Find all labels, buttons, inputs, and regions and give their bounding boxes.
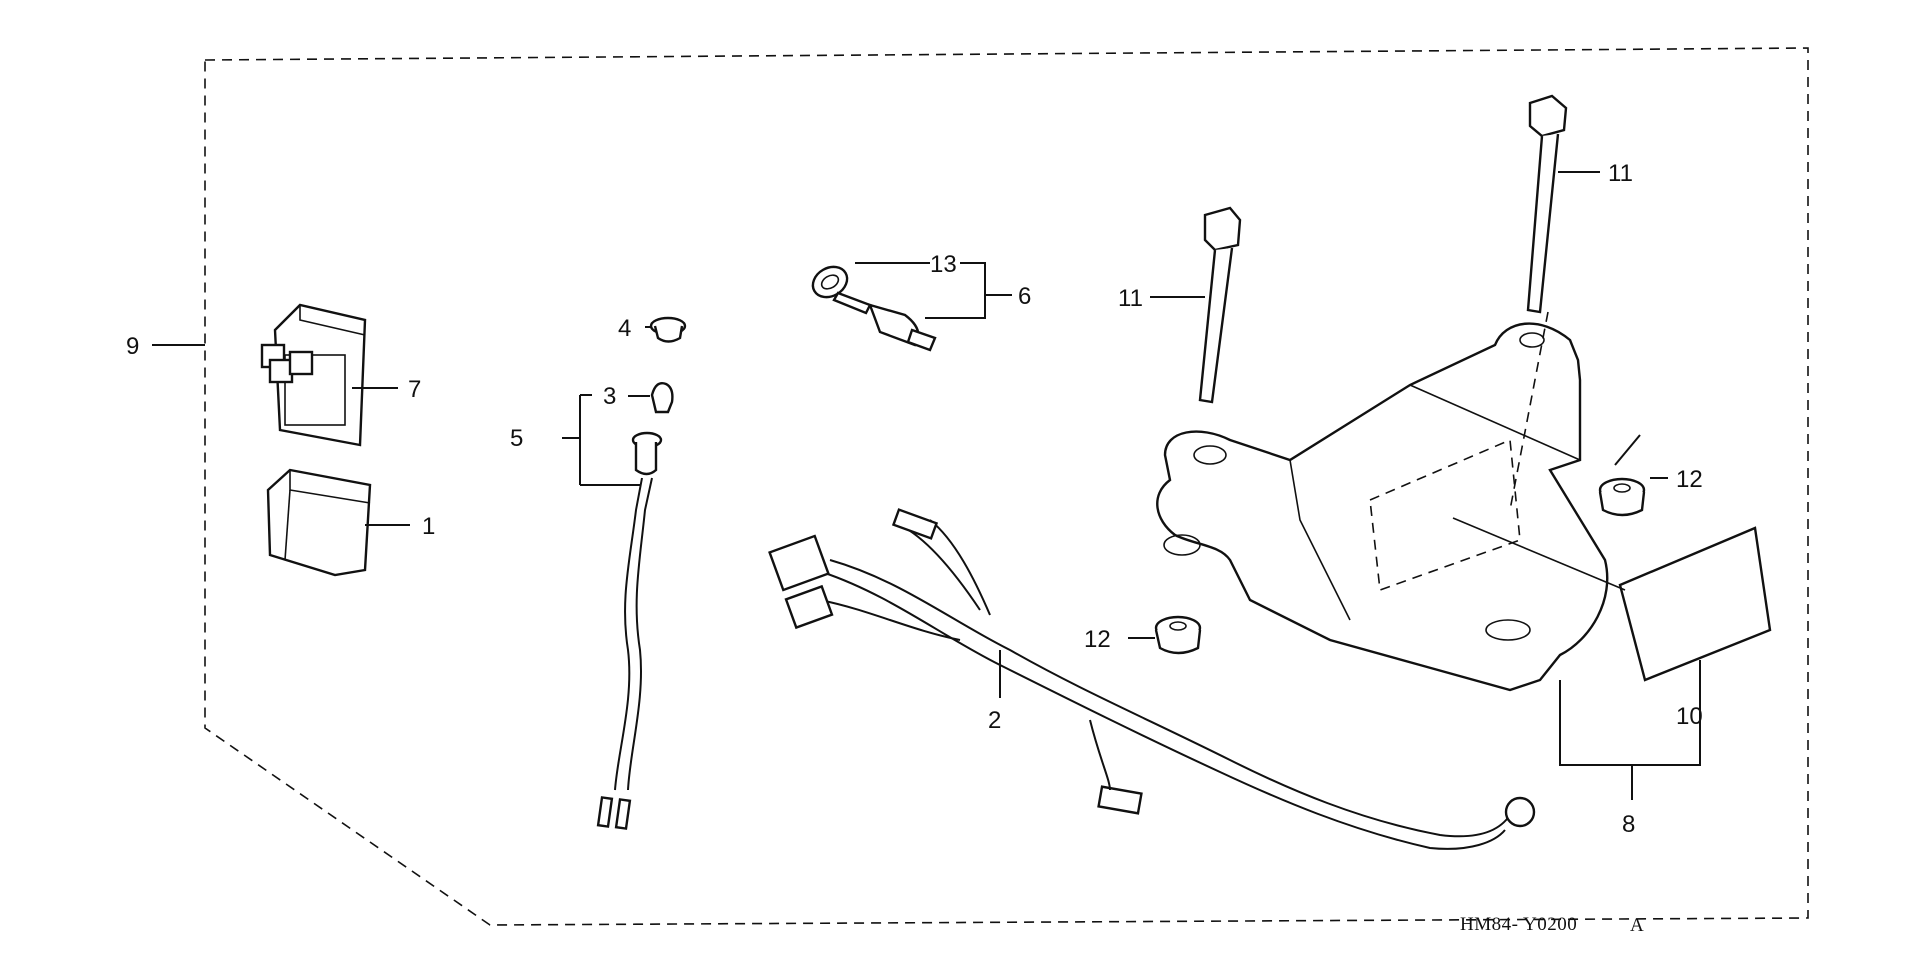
label-part bbox=[1452, 517, 1772, 682]
callout-11-left: 11 bbox=[1118, 285, 1143, 312]
bolt-part-right bbox=[1526, 94, 1568, 314]
callout-2: 2 bbox=[988, 707, 1001, 734]
callout-11-right: 11 bbox=[1608, 160, 1633, 187]
leader-lines bbox=[152, 171, 1701, 800]
sensor-part bbox=[811, 265, 937, 352]
callout-6: 6 bbox=[1018, 283, 1031, 310]
callout-12-right: 12 bbox=[1676, 466, 1703, 493]
drawing-code-suffix: A bbox=[1630, 915, 1644, 936]
bolt-part-left bbox=[1198, 206, 1242, 404]
bracket-part bbox=[1156, 311, 1609, 692]
rubber-mount-part bbox=[266, 468, 372, 577]
control-unit-part bbox=[260, 303, 367, 447]
callout-13: 13 bbox=[930, 251, 957, 278]
callout-9: 9 bbox=[126, 333, 139, 360]
socket-harness-part bbox=[596, 431, 663, 830]
callout-1: 1 bbox=[422, 513, 435, 540]
nut-part-center bbox=[1154, 615, 1202, 655]
main-harness-part bbox=[768, 508, 1536, 850]
kit-boundary bbox=[204, 47, 1809, 926]
cap-part bbox=[649, 316, 687, 343]
callout-3: 3 bbox=[603, 383, 616, 410]
callout-5: 5 bbox=[510, 425, 523, 452]
callout-10: 10 bbox=[1676, 703, 1703, 730]
callout-12-center: 12 bbox=[1084, 626, 1111, 653]
drawing-code: HM84- Y0200 bbox=[1460, 914, 1577, 935]
bulb-part bbox=[650, 381, 674, 414]
callout-8: 8 bbox=[1622, 811, 1635, 838]
nut-part-right bbox=[1598, 477, 1646, 517]
callout-4: 4 bbox=[618, 315, 631, 342]
callout-labels: 1 2 3 4 5 6 7 8 9 10 11 11 12 12 13 bbox=[126, 160, 1703, 838]
callout-7: 7 bbox=[408, 376, 421, 403]
